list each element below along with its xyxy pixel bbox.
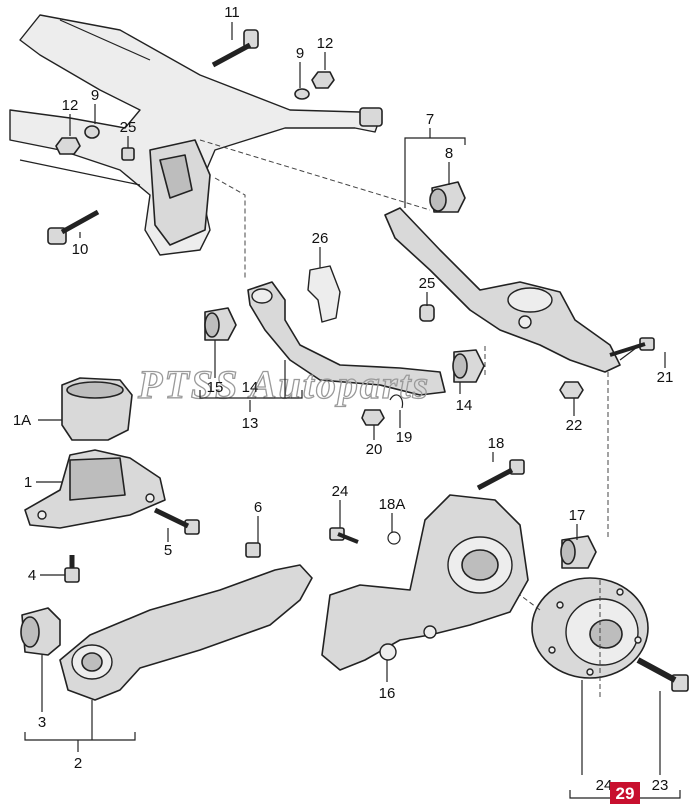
label-24-lower: 24 [596,777,613,794]
label-14-right: 14 [456,397,473,414]
upper-control-arm [384,181,655,399]
label-6: 6 [254,499,262,516]
label-4: 4 [28,567,36,584]
fastener-group-top [47,29,335,245]
label-26: 26 [312,230,329,247]
label-5: 5 [164,542,172,559]
number-labels: 11 9 12 12 9 25 10 7 8 26 25 21 22 15 14… [13,4,674,794]
label-14-left: 14 [242,379,259,396]
label-17: 17 [569,507,586,524]
label-12-top: 12 [317,35,334,52]
label-1: 1 [24,474,32,491]
label-18: 18 [488,435,505,452]
label-18a: 18A [379,496,406,513]
label-25-mid: 25 [419,275,436,292]
label-23: 23 [652,777,669,794]
diagram-number-badge: 29 [610,782,640,804]
wheel-hub [531,577,689,692]
wheel-knuckle [321,459,597,671]
label-24-upper: 24 [332,483,349,500]
label-7: 7 [426,111,434,128]
watermark-text: PTSS Autoparts [137,362,430,407]
callout-lines [24,22,681,799]
assembly-dash-lines [199,139,609,700]
label-8: 8 [445,145,453,162]
label-16: 16 [379,685,396,702]
label-11: 11 [224,4,240,21]
label-20: 20 [366,441,383,458]
label-12-left: 12 [62,97,79,114]
label-2: 2 [74,755,82,772]
label-10: 10 [72,241,89,258]
lower-link [204,265,485,426]
label-21: 21 [657,369,674,386]
subframe-mount [24,377,200,583]
label-9-left: 9 [91,87,99,104]
trailing-arm [20,542,313,701]
label-9-top: 9 [296,45,304,62]
diagram-number-text: 29 [616,784,635,803]
label-1a: 1A [13,412,31,429]
label-22: 22 [566,417,583,434]
label-25-top: 25 [120,119,137,136]
label-15: 15 [207,379,224,396]
label-3: 3 [38,714,46,731]
label-19: 19 [396,429,413,446]
label-13: 13 [242,415,259,432]
subframe [9,14,383,256]
